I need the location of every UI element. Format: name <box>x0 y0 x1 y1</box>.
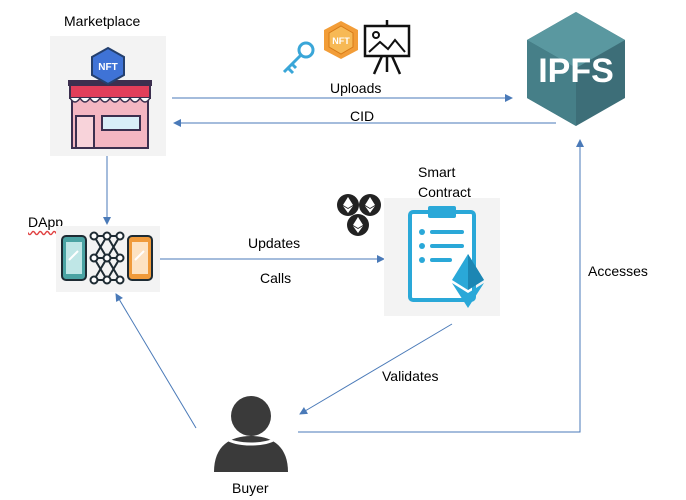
buyer-person-icon <box>214 396 288 472</box>
accesses-label: Accesses <box>588 263 648 279</box>
marketplace-node: NFT <box>50 36 166 156</box>
nft-store-icon: NFT <box>68 46 152 149</box>
buyer-to-dapp-arrow <box>115 293 197 429</box>
cid-label: CID <box>350 108 375 124</box>
smart-contract-label-line1: Smart <box>418 164 456 180</box>
marketplace-label: Marketplace <box>64 13 141 29</box>
updates-label: Updates <box>248 235 301 251</box>
contract-document-icon <box>408 206 484 308</box>
ipfs-node: IPFS <box>527 12 625 126</box>
validates-arrow <box>299 323 453 415</box>
dapp-network-icon <box>61 231 153 285</box>
uploads-label: Uploads <box>330 80 382 96</box>
dapp-label: DApp <box>28 214 64 230</box>
dapp-node <box>56 226 160 292</box>
easel-icon <box>363 20 411 75</box>
key-icon <box>282 41 315 75</box>
smart-contract-node <box>384 198 500 316</box>
smart-contract-label-line2: Contract <box>418 184 471 200</box>
validates-label: Validates <box>382 368 439 384</box>
accesses-arrow <box>298 139 584 433</box>
ethereum-coins-icon <box>337 194 381 236</box>
buyer-label: Buyer <box>232 480 269 496</box>
ipfs-label: IPFS <box>538 52 614 90</box>
calls-label: Calls <box>260 270 292 286</box>
nft-store-badge: NFT <box>98 62 117 73</box>
nft-token-badge: NFT <box>332 36 350 46</box>
nft-token-icon: NFT <box>324 21 358 59</box>
